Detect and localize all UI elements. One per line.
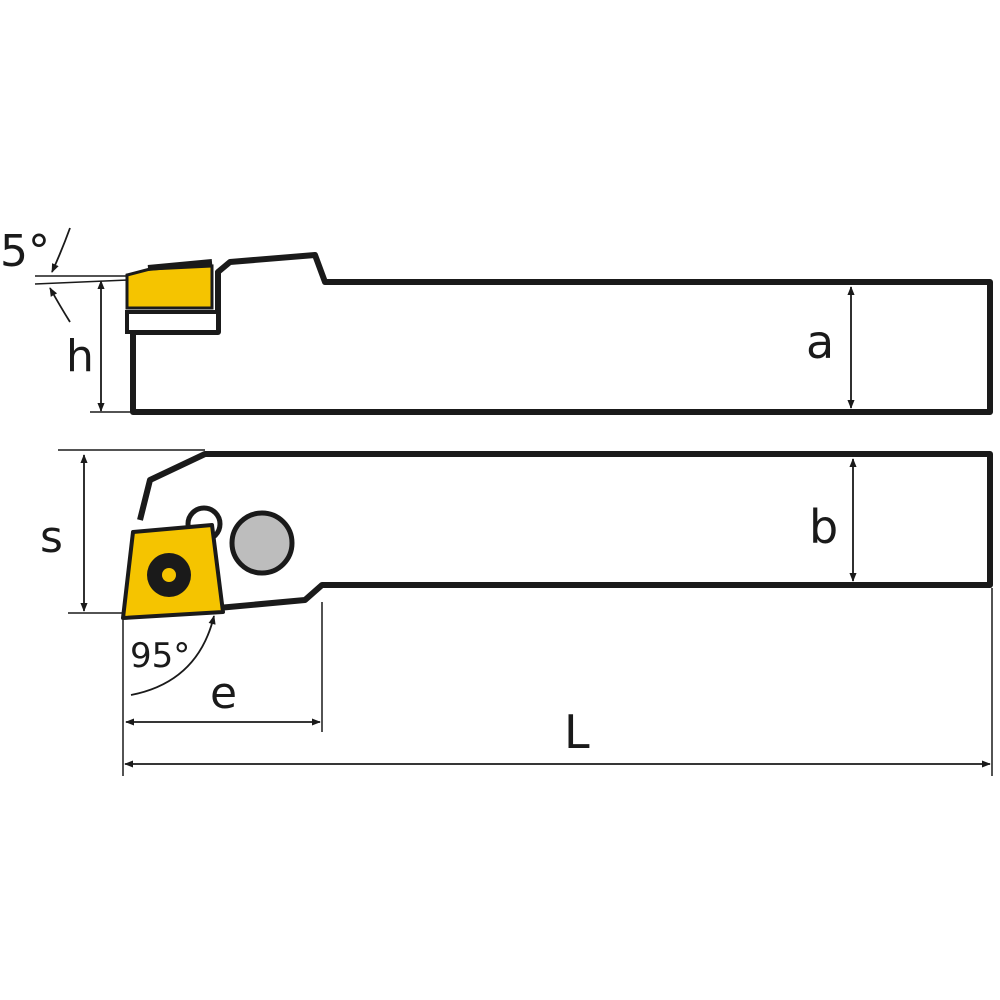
angle-95-arc [130,615,216,696]
a-label: a [806,315,834,369]
s-dimension: s [40,449,205,614]
L-label: L [564,705,590,759]
side-view-shim [125,310,220,334]
b-dimension: b [809,458,857,582]
angle-95-dimension: 95° [130,615,216,696]
top-view-body [137,451,993,611]
e-label: e [210,668,237,719]
top-view [121,451,993,620]
side-view-body [130,252,993,415]
angle-95-label: 95° [130,636,190,676]
e-dimension: e [125,602,323,732]
angle-5-dimension: 5° [0,226,129,323]
s-label: s [40,512,63,563]
a-dimension: a [806,286,855,409]
side-view-insert [125,264,214,310]
h-dimension: h [66,280,133,413]
side-view [125,252,993,415]
angle-arc-bottom [49,287,71,323]
side-view-clamp [147,259,213,271]
L-dimension: L [122,588,993,776]
b-label: b [809,500,838,554]
angle-5-label: 5° [0,226,50,277]
clamp-pin-large [229,510,295,576]
angle-arc-top [51,227,71,273]
insert-hole-inner [162,568,176,582]
h-label: h [66,331,94,382]
angle-ref-line-2 [34,279,129,285]
